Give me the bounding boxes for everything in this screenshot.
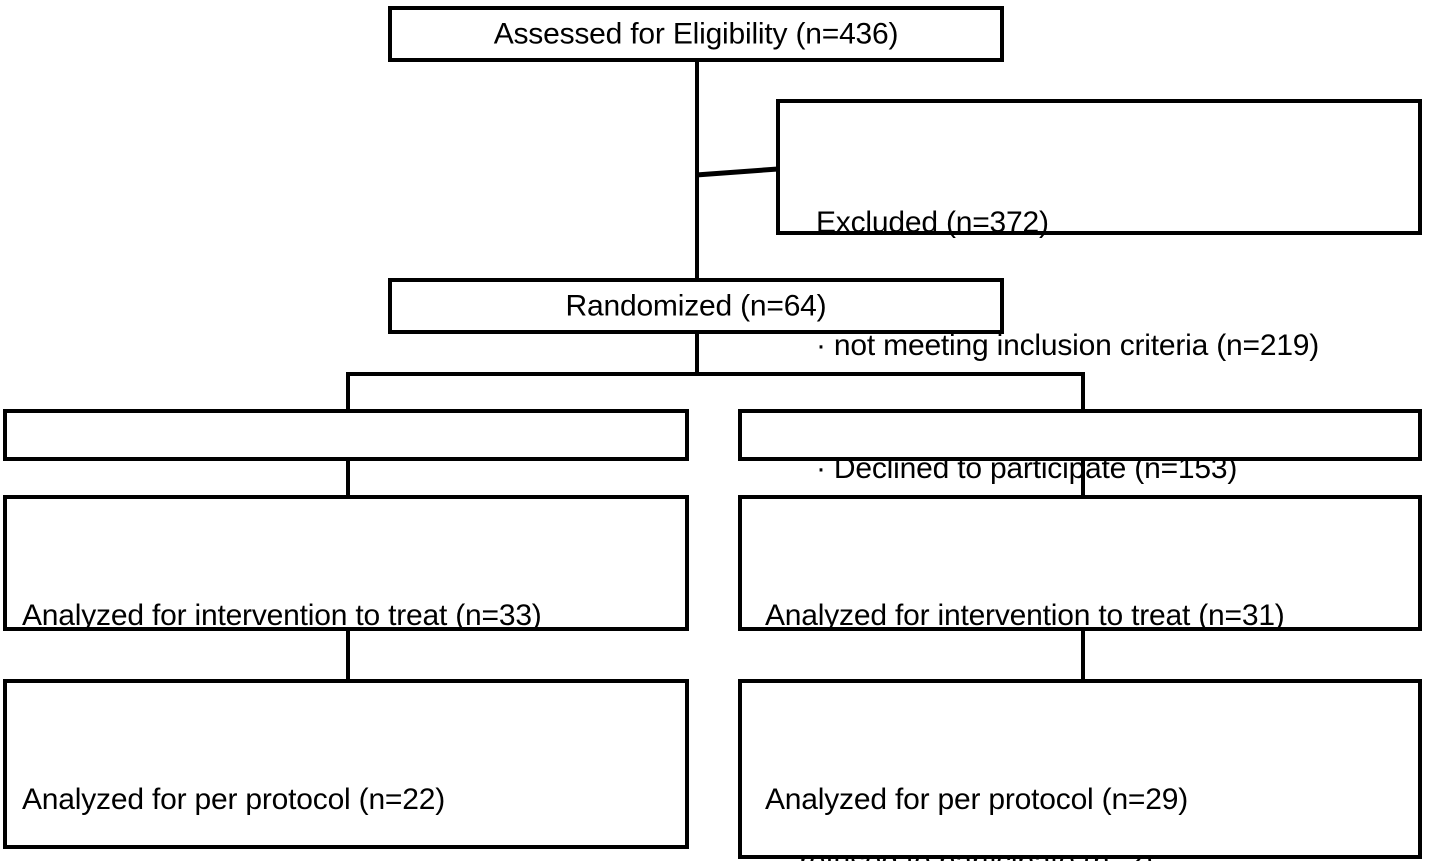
node-excluded-item-0: · not meeting inclusion criteria (n=219): [816, 329, 1320, 362]
node-pp-experiment-line-0: Analyzed for per protocol (n=22): [22, 783, 446, 816]
node-pp-control-text: Analyzed for per protocol (n=29) Exclude…: [765, 697, 1245, 861]
node-allocated-experiment: Allocated to Experiment Group (n=33): [3, 409, 689, 535]
connector-control-allocated-to-itt: [1081, 457, 1085, 497]
node-itt-control: Analyzed for intervention to treat (n=31…: [738, 495, 1422, 861]
connector-randomized-split-bar: [346, 372, 1085, 376]
node-excluded: Excluded (n=372) · not meeting inclusion…: [776, 99, 1422, 485]
node-excluded-heading: Excluded (n=372): [816, 206, 1049, 239]
node-randomized: Randomized (n=64): [388, 278, 1004, 334]
node-excluded-text: Excluded (n=372) · not meeting inclusion…: [816, 120, 1319, 571]
node-assessed-for-eligibility: Assessed for Eligibility (n=436): [388, 6, 1004, 62]
node-allocated-control: Allocated to Control Group (n=33): [738, 409, 1422, 535]
node-pp-control-line-0: Analyzed for per protocol (n=29): [765, 783, 1189, 816]
node-pp-experiment: Analyzed for per protocol (n=22) Exclude…: [3, 679, 689, 849]
connector-split-to-control: [1081, 372, 1085, 412]
connector-assessed-to-randomized: [695, 59, 699, 278]
node-pp-control: Analyzed for per protocol (n=29) Exclude…: [738, 679, 1422, 859]
connector-randomized-stem: [695, 334, 699, 376]
node-itt-experiment: Analyzed for intervention to treat (n=33…: [3, 495, 689, 755]
connector-experiment-itt-to-pp: [346, 629, 350, 681]
node-randomized-label: Randomized (n=64): [565, 289, 827, 323]
connector-experiment-allocated-to-itt: [346, 457, 350, 497]
node-itt-experiment-line-0: Analyzed for intervention to treat (n=33…: [22, 599, 542, 632]
connector-control-itt-to-pp: [1081, 629, 1085, 681]
node-pp-experiment-text: Analyzed for per protocol (n=22) Exclude…: [22, 697, 581, 861]
node-assessed-label: Assessed for Eligibility (n=436): [493, 17, 899, 51]
node-itt-control-line-0: Analyzed for intervention to treat (n=31…: [765, 599, 1285, 632]
connector-split-to-experiment: [346, 372, 350, 412]
connector-trunk-to-excluded: [694, 162, 780, 180]
